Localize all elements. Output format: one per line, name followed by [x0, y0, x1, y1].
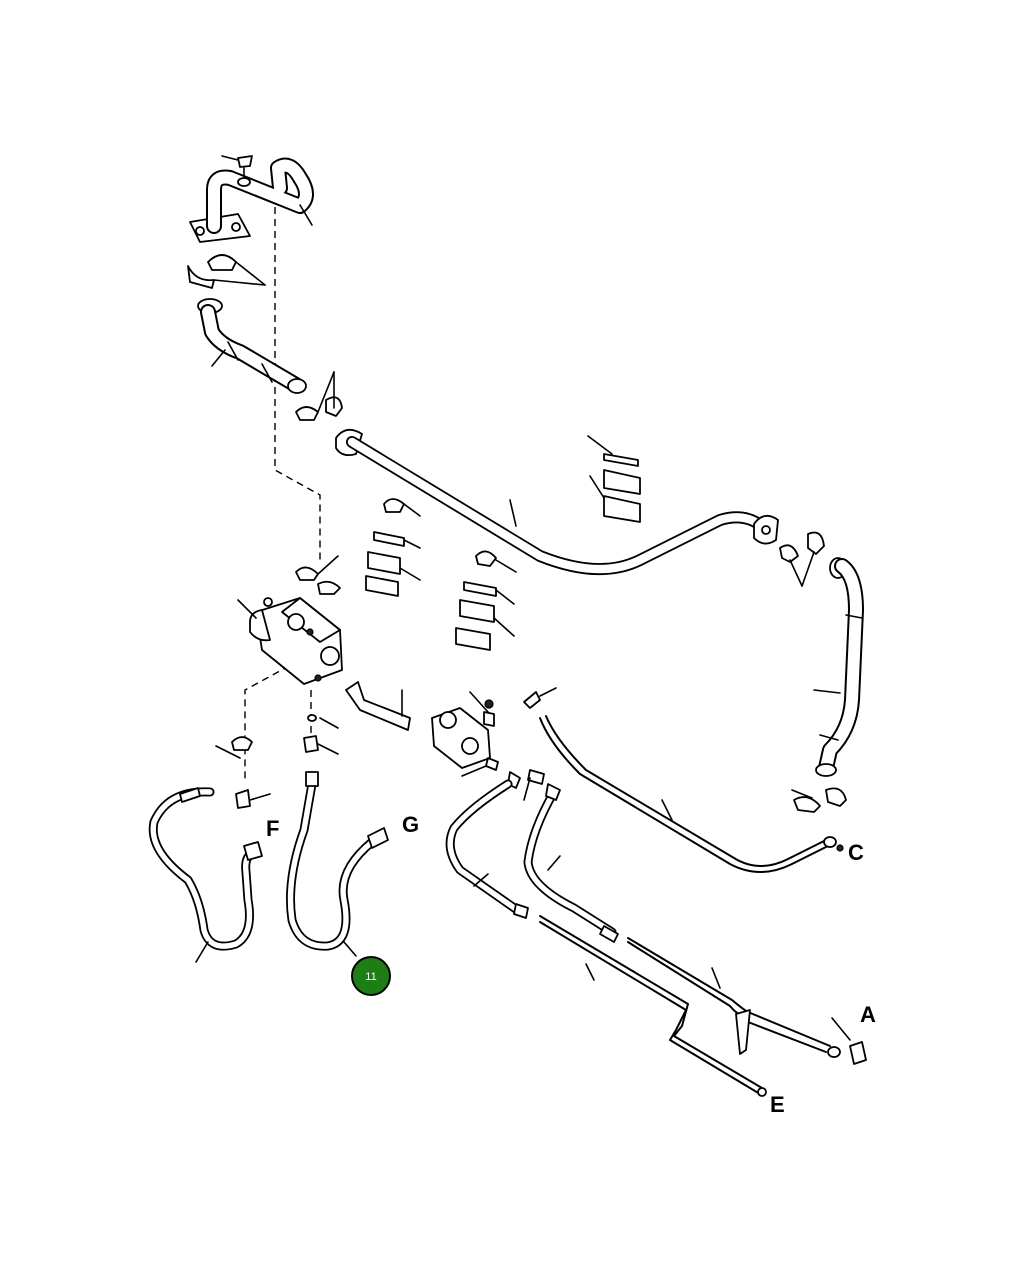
right-elbow-hose: [813, 557, 864, 777]
hose-to-a: [523, 783, 867, 1065]
item-number-badge[interactable]: 11: [351, 956, 391, 996]
fittings-cluster: [215, 687, 557, 809]
mounting-bracket: [345, 681, 411, 731]
clamp-pair-mid: [295, 371, 343, 421]
support-blocks-center: [365, 498, 421, 597]
clamp-pair-right: [779, 531, 847, 813]
callout-g: G: [402, 812, 419, 837]
hose-f: [148, 787, 263, 963]
hose-to-a-e: [445, 779, 767, 1097]
callout-a: A: [860, 1002, 876, 1027]
callout-e: E: [770, 1092, 785, 1117]
callout-letters: A C E F G: [266, 812, 876, 1117]
assembly-guide-lines: [244, 195, 321, 780]
hydraulic-pump: [237, 597, 343, 685]
badge-number: 11: [365, 971, 376, 983]
support-blocks-center-2: [455, 550, 517, 651]
hose-to-c: [539, 715, 844, 873]
support-blocks-upper-right: [587, 435, 641, 523]
steering-valve: [431, 691, 495, 769]
main-pipe: [335, 428, 779, 576]
clamp-halves-upper: [187, 254, 266, 289]
clamp-pair-pump: [295, 555, 341, 595]
callout-c: C: [848, 840, 864, 865]
top-tube-assembly: [189, 155, 314, 243]
callout-f: F: [266, 816, 279, 841]
hose-g: [286, 771, 389, 957]
elbow-hose: [197, 298, 307, 394]
